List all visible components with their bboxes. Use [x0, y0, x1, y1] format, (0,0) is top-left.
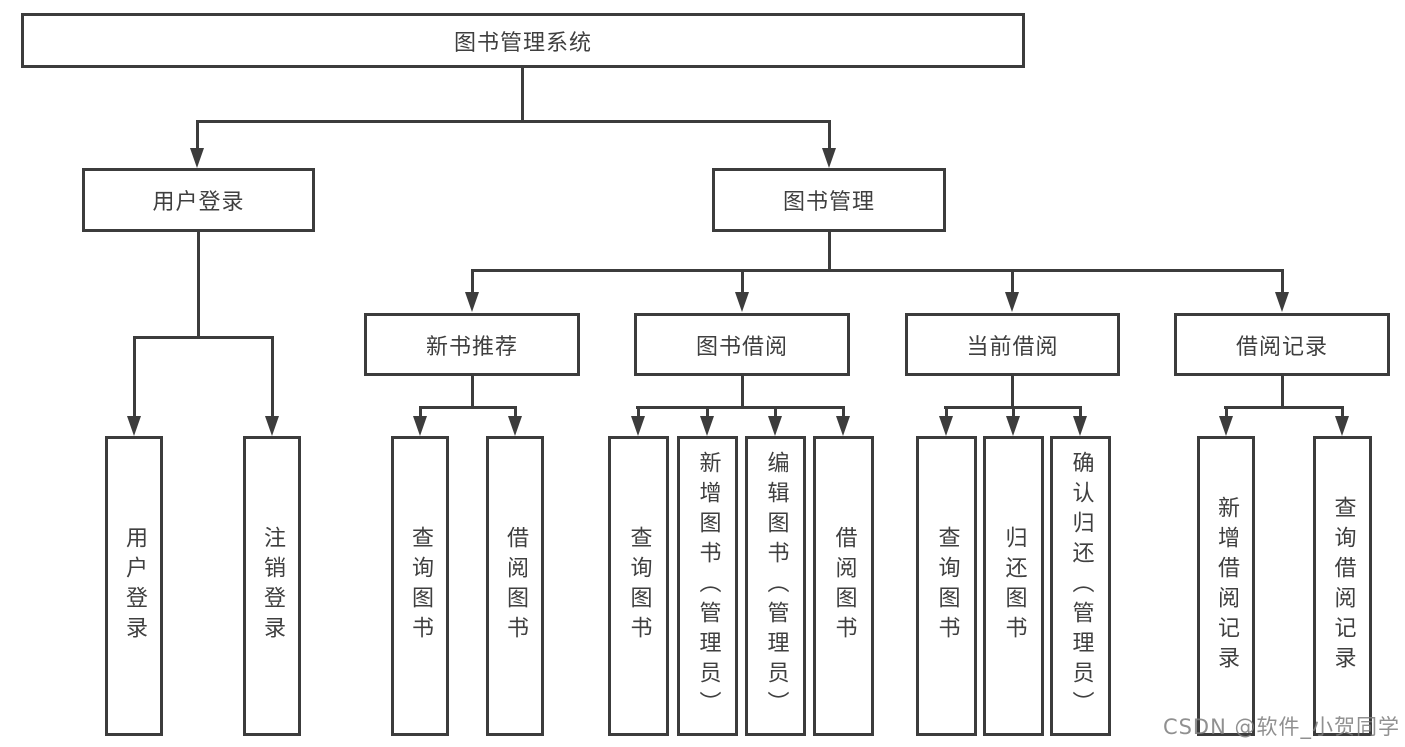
connector-line	[741, 269, 744, 295]
node-current-borrowing: 当前借阅	[905, 313, 1120, 376]
leaf-logout: 注销登录	[243, 436, 301, 736]
connector-line	[1011, 269, 1014, 295]
node-label: 新增图书（管理员）	[695, 451, 721, 721]
arrow-down-icon	[631, 416, 645, 436]
node-label: 查询图书	[934, 526, 960, 646]
connector-line	[133, 336, 273, 339]
arrow-down-icon	[1006, 416, 1020, 436]
connector-line	[1079, 406, 1082, 418]
leaf-edit-books-admin: 编辑图书（管理员）	[745, 436, 806, 736]
connector-line	[196, 120, 199, 150]
node-label: 归还图书	[1001, 526, 1027, 646]
connector-line	[1012, 406, 1015, 418]
node-borrowing-records: 借阅记录	[1174, 313, 1390, 376]
node-label: 注销登录	[260, 526, 285, 646]
node-library-system: 图书管理系统	[21, 13, 1025, 68]
node-label: 借阅图书	[503, 526, 528, 646]
connector-line	[1341, 406, 1344, 418]
node-label: 图书管理系统	[453, 30, 592, 56]
arrow-down-icon	[127, 416, 141, 436]
connector-line	[1011, 374, 1014, 409]
arrow-down-icon	[939, 416, 953, 436]
arrow-down-icon	[700, 416, 714, 436]
connector-line	[1225, 406, 1228, 418]
node-book-management: 图书管理	[712, 168, 946, 232]
node-label: 查询借阅记录	[1330, 496, 1356, 676]
connector-line	[741, 374, 744, 409]
node-label: 当前借阅	[966, 334, 1059, 360]
connector-line	[842, 406, 845, 418]
node-label: 图书借阅	[695, 334, 788, 360]
connector-line	[521, 66, 524, 122]
leaf-borrow-books-recommend: 借阅图书	[486, 436, 544, 736]
connector-line	[196, 120, 831, 123]
connector-line	[706, 406, 709, 418]
leaf-query-books-recommend: 查询图书	[391, 436, 449, 736]
connector-line	[271, 336, 274, 418]
arrow-down-icon	[413, 416, 427, 436]
leaf-query-books-current: 查询图书	[916, 436, 977, 736]
arrow-down-icon	[265, 416, 279, 436]
node-label: 新书推荐	[425, 334, 518, 360]
connector-line	[774, 406, 777, 418]
node-label: 图书管理	[782, 190, 875, 215]
connector-line	[419, 406, 422, 418]
arrow-down-icon	[1005, 292, 1019, 312]
connector-line	[828, 120, 831, 150]
node-label: 查询图书	[408, 526, 433, 646]
leaf-confirm-return-admin: 确认归还（管理员）	[1050, 436, 1111, 736]
connector-line	[133, 336, 136, 418]
connector-line	[828, 232, 831, 272]
arrow-down-icon	[465, 292, 479, 312]
leaf-query-borrow-record: 查询借阅记录	[1313, 436, 1372, 736]
arrow-down-icon	[1335, 416, 1349, 436]
connector-line	[514, 406, 517, 418]
leaf-query-books-borrow: 查询图书	[608, 436, 669, 736]
connector-line	[471, 374, 474, 409]
connector-line	[471, 269, 1283, 272]
leaf-add-books-admin: 新增图书（管理员）	[677, 436, 738, 736]
connector-line	[1281, 269, 1284, 295]
connector-line	[471, 269, 474, 295]
node-label: 查询图书	[626, 526, 652, 646]
connector-line	[419, 406, 517, 409]
node-user-login: 用户登录	[82, 168, 315, 232]
connector-line	[1281, 374, 1284, 409]
arrow-down-icon	[508, 416, 522, 436]
watermark-text: CSDN @软件_小贺同学	[1162, 715, 1400, 739]
arrow-down-icon	[190, 148, 204, 168]
node-label: 用户登录	[122, 526, 147, 646]
leaf-borrow-books: 借阅图书	[813, 436, 874, 736]
node-label: 借阅记录	[1235, 334, 1328, 360]
node-new-book-recommend: 新书推荐	[364, 313, 580, 376]
connector-line	[945, 406, 948, 418]
node-label: 借阅图书	[831, 526, 857, 646]
node-book-borrowing: 图书借阅	[634, 313, 850, 376]
arrow-down-icon	[1275, 292, 1289, 312]
arrow-down-icon	[836, 416, 850, 436]
connector-line	[197, 232, 200, 339]
leaf-add-borrow-record: 新增借阅记录	[1197, 436, 1255, 736]
arrow-down-icon	[768, 416, 782, 436]
connector-line	[636, 406, 845, 409]
node-label: 新增借阅记录	[1214, 496, 1239, 676]
connector-line	[1224, 406, 1344, 409]
node-label: 用户登录	[152, 190, 245, 215]
leaf-user-login: 用户登录	[105, 436, 163, 736]
arrow-down-icon	[1073, 416, 1087, 436]
arrow-down-icon	[1219, 416, 1233, 436]
connector-line	[637, 406, 640, 418]
arrow-down-icon	[735, 292, 749, 312]
leaf-return-books: 归还图书	[983, 436, 1044, 736]
arrow-down-icon	[822, 148, 836, 168]
node-label: 编辑图书（管理员）	[763, 451, 789, 721]
node-label: 确认归还（管理员）	[1068, 451, 1094, 721]
